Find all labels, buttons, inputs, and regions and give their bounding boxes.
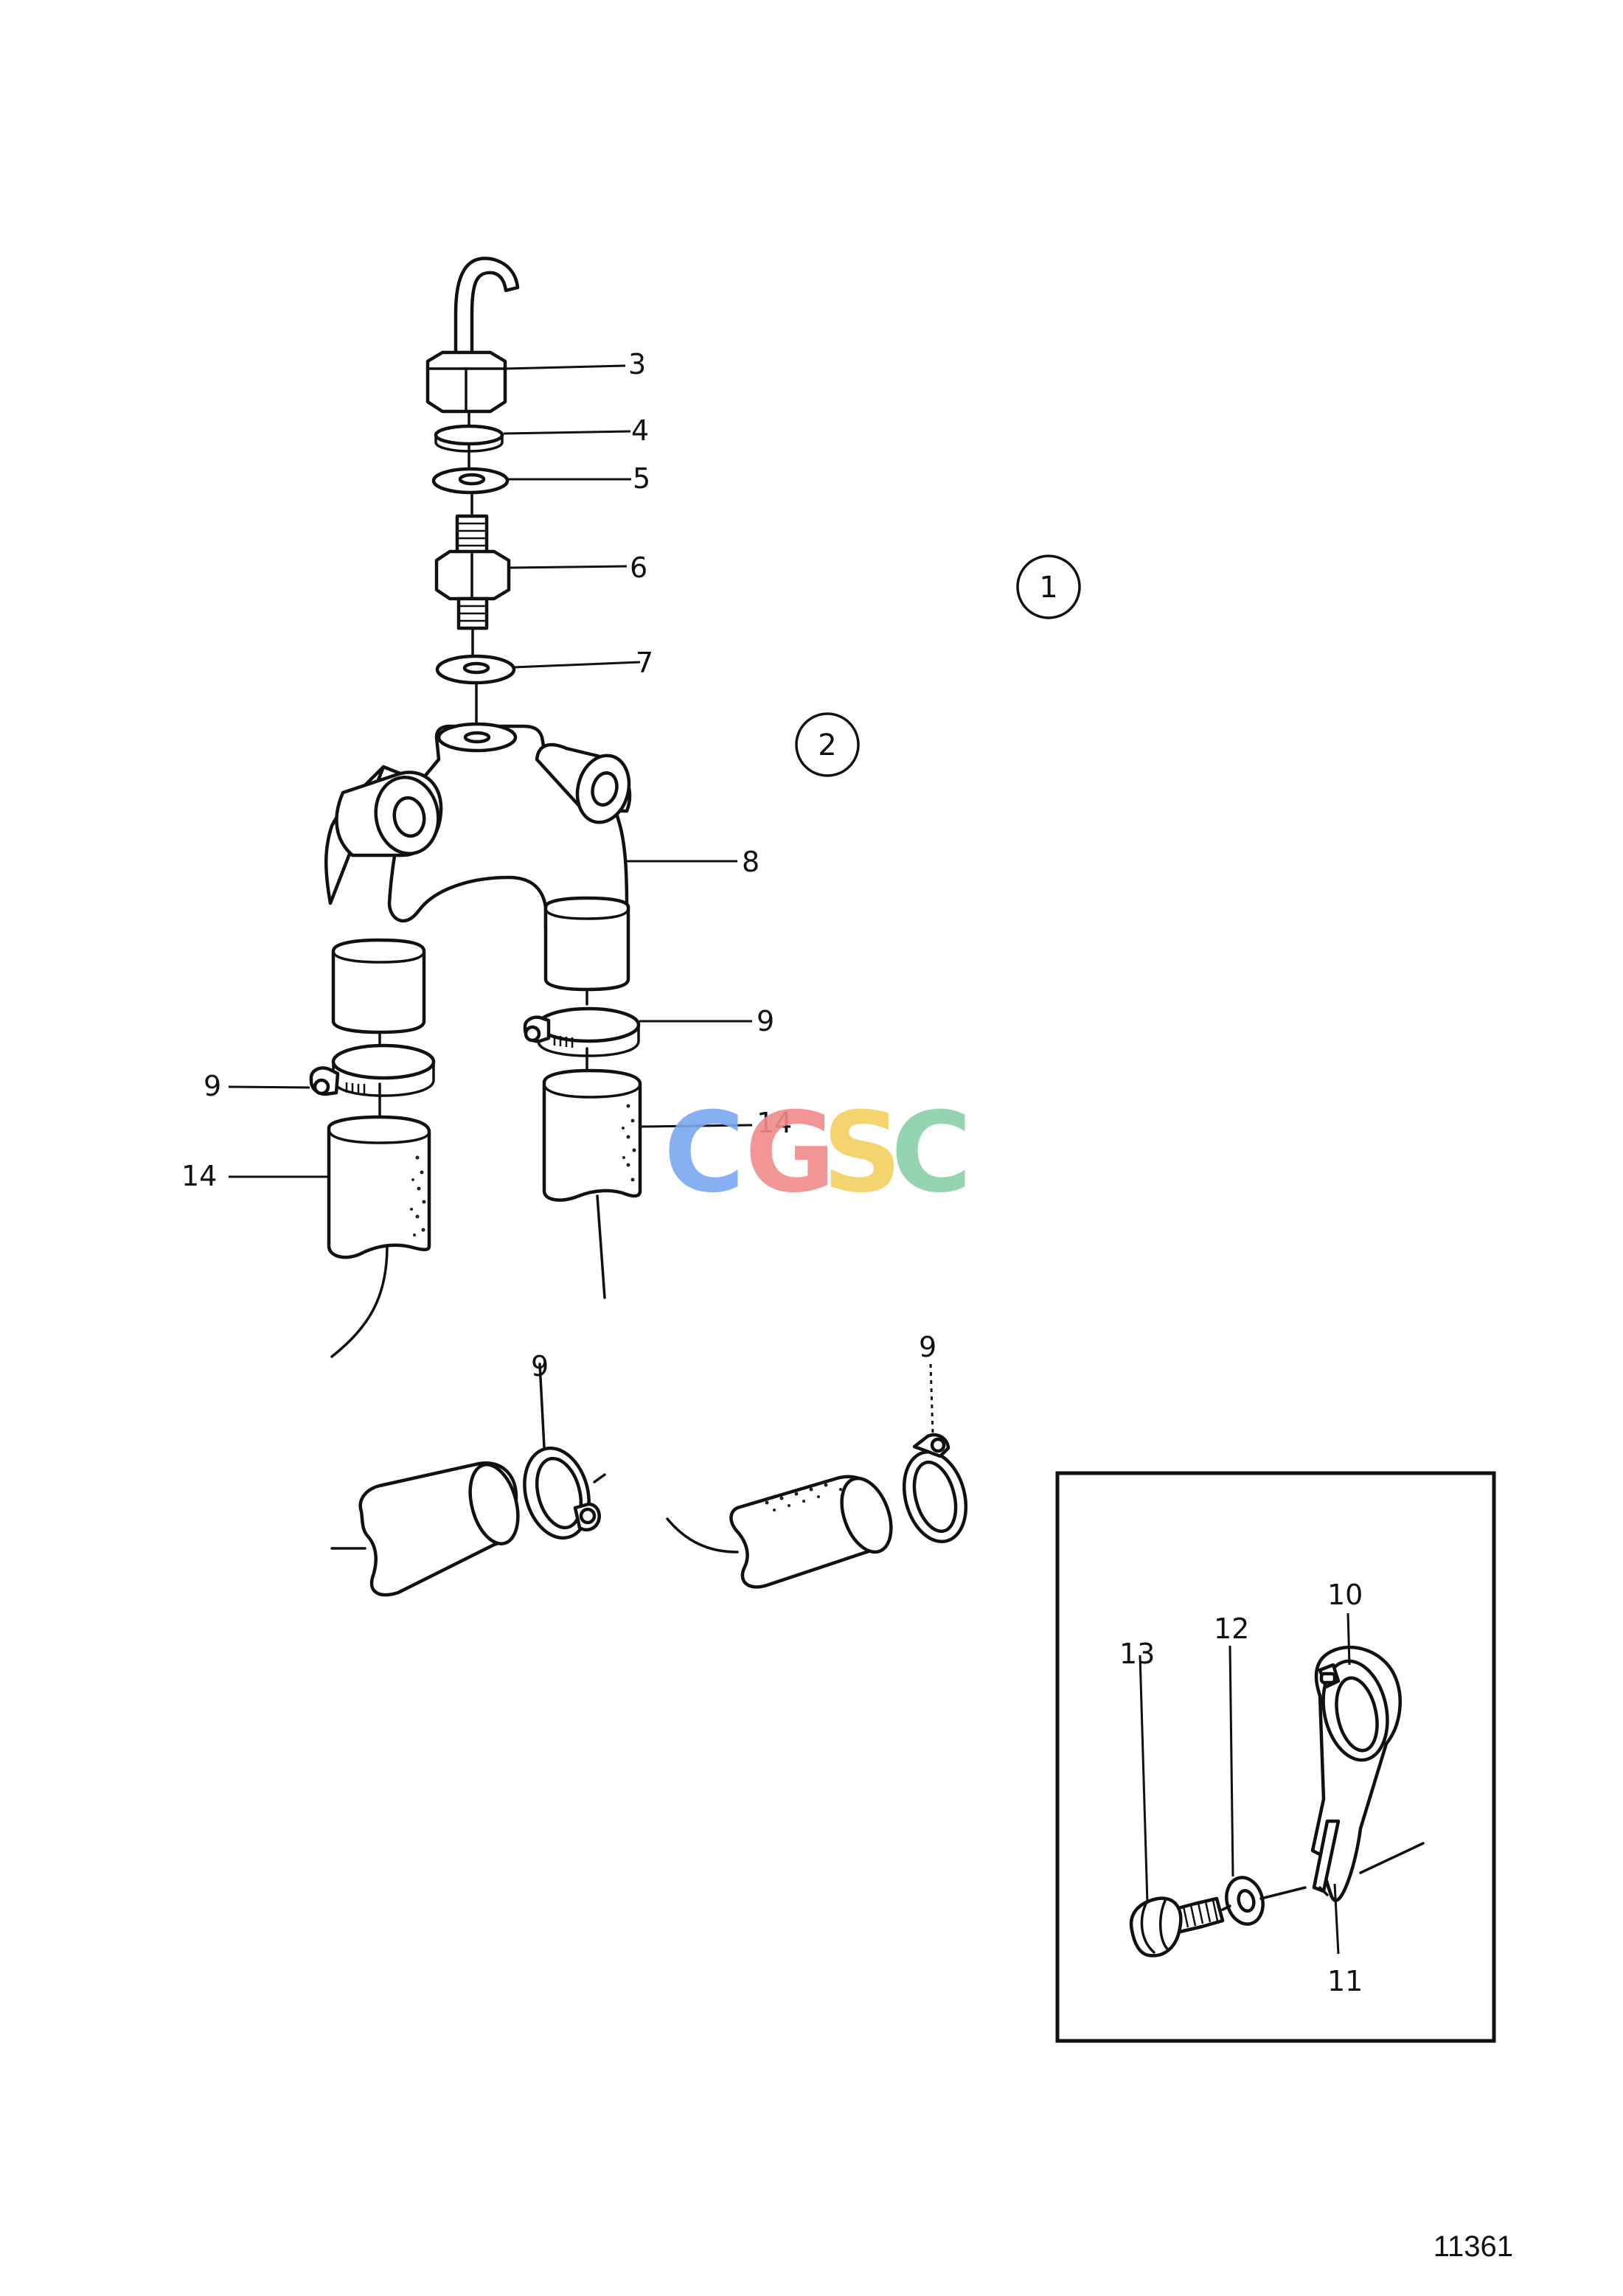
- callout-9-lower-left: 9: [531, 1350, 549, 1382]
- callout-10: 10: [1327, 1579, 1363, 1611]
- watermark-letter-g: G: [745, 1089, 835, 1217]
- part-3-nut: [425, 350, 507, 414]
- cgsc-watermark: C G S C: [664, 1089, 972, 1217]
- svg-text:1: 1: [1039, 571, 1057, 605]
- inset-mounting-bracket: [1055, 1471, 1496, 2043]
- svg-text:2: 2: [818, 728, 836, 762]
- part-9-clamp-left: [309, 1043, 436, 1097]
- figure-number: 11361: [1433, 2230, 1513, 2263]
- callout-5: 5: [633, 462, 650, 495]
- callout-8: 8: [742, 846, 760, 878]
- watermark-letter-s: S: [822, 1089, 902, 1217]
- part-9-clamp-lower-right: [902, 1363, 968, 1544]
- lower-right-hose: [666, 1475, 893, 1589]
- callout-14-right: 14: [757, 1107, 792, 1139]
- callout-11: 11: [1327, 1965, 1363, 1997]
- part-14-hose-left: [327, 1115, 431, 1358]
- part-6-nipple: [434, 514, 511, 630]
- watermark-letter-c2: C: [891, 1089, 972, 1217]
- part-9-clamp-lower-left: [523, 1363, 606, 1540]
- callout-4: 4: [631, 414, 649, 447]
- part-5-washer: [431, 467, 510, 495]
- callout-9-lower-right: 9: [919, 1331, 936, 1363]
- part-8-left-leg: [331, 938, 426, 1034]
- part-7-washer: [435, 654, 516, 685]
- variant-marker-1: 1: [1016, 554, 1081, 619]
- callout-9-left: 9: [204, 1070, 221, 1102]
- callout-3: 3: [628, 348, 646, 380]
- part-8-right-leg: [543, 896, 630, 992]
- part-9-clamp-upper-right: [523, 1006, 641, 1057]
- part-14-hose-right: [542, 1068, 642, 1299]
- callout-6: 6: [630, 552, 647, 584]
- watermark-letter-c1: C: [664, 1089, 745, 1217]
- callout-13: 13: [1119, 1638, 1155, 1670]
- callout-9-upper-right: 9: [757, 1005, 774, 1037]
- part-8-branch-pipe: [324, 722, 632, 931]
- callout-7: 7: [636, 647, 653, 679]
- hook-pipe: [453, 257, 520, 363]
- lower-left-hose: [330, 1461, 520, 1597]
- callout-14-left: 14: [181, 1160, 217, 1192]
- variant-marker-2: 2: [795, 712, 860, 777]
- callout-12: 12: [1214, 1613, 1249, 1645]
